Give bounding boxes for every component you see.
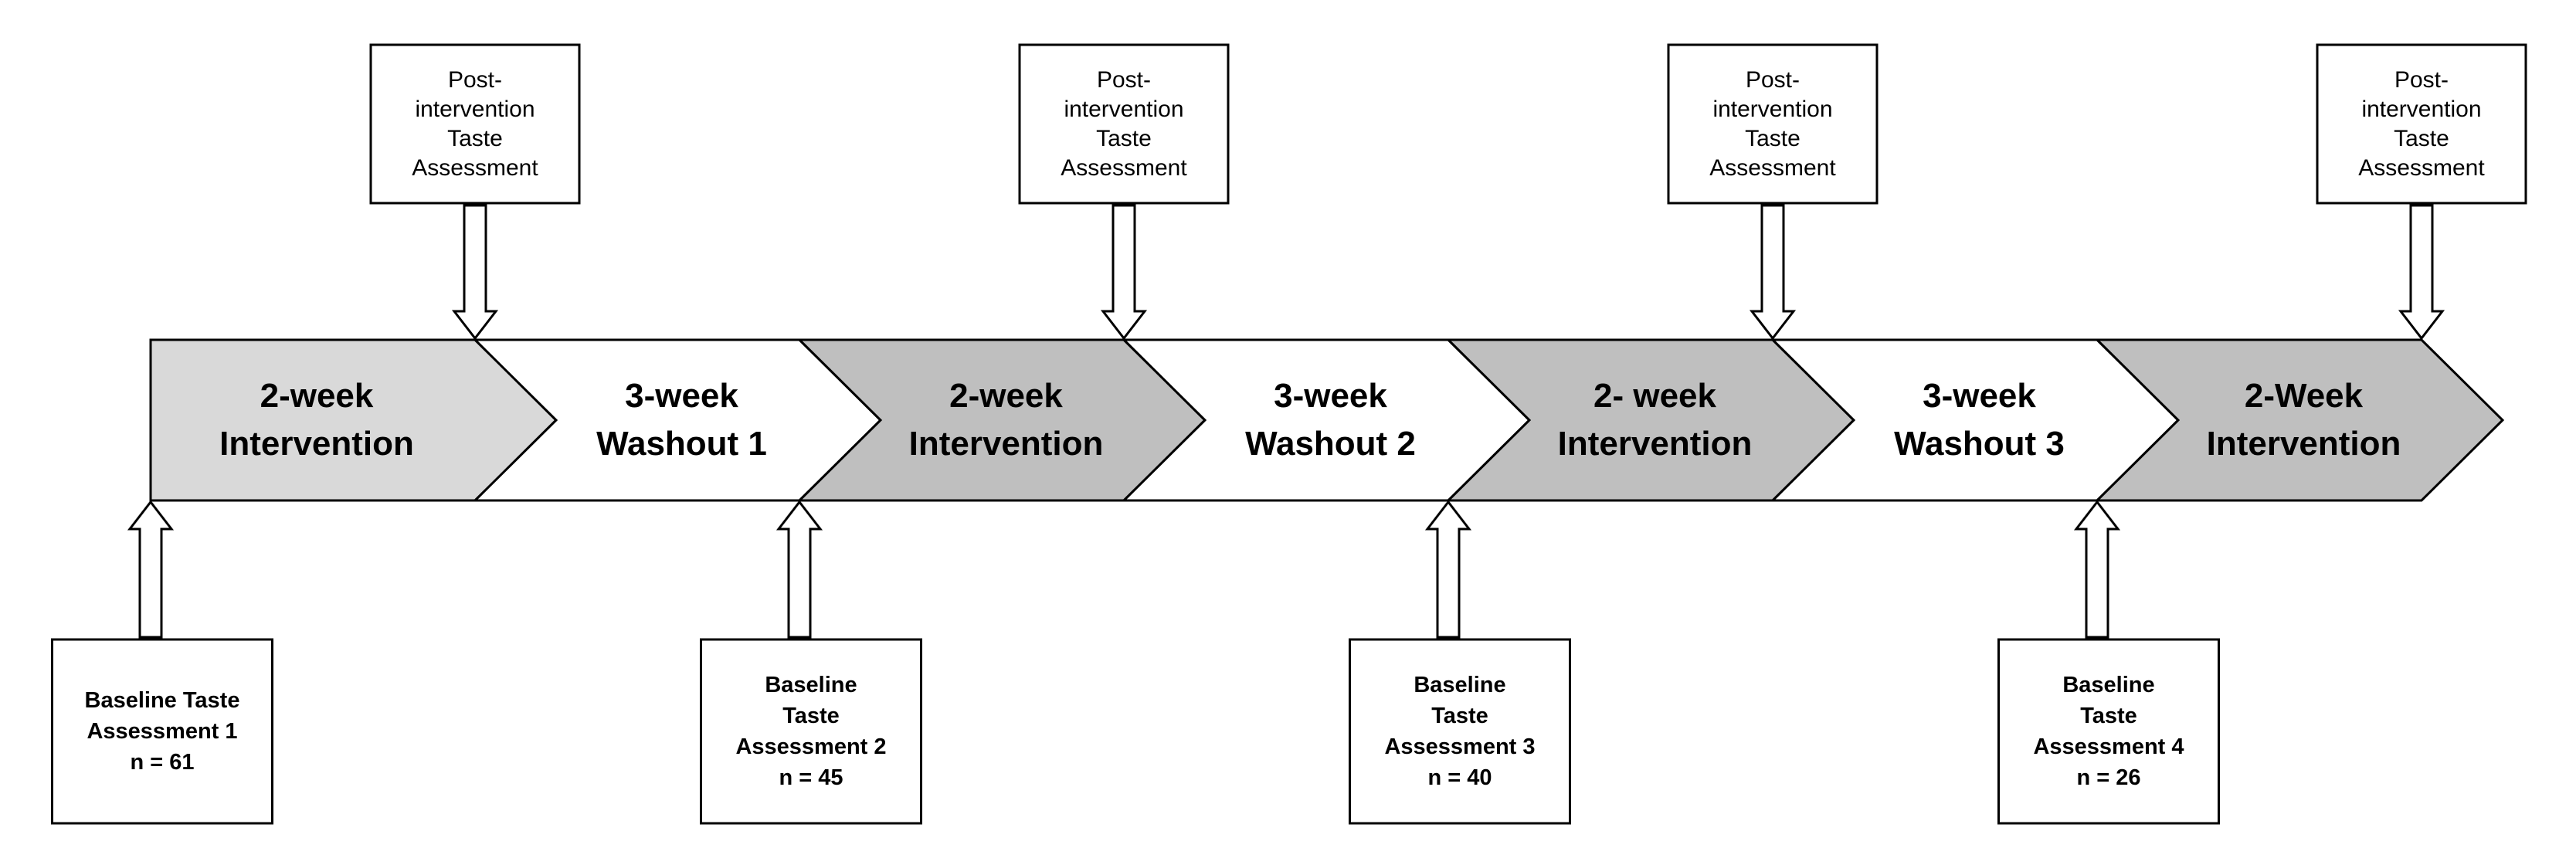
post-intervention-assessment-label: Post- intervention Taste Assessment (2358, 66, 2485, 181)
baseline-assessment-label: Baseline Taste Assessment 3 n = 40 (1384, 673, 1536, 790)
baseline-assessment-box (700, 638, 922, 825)
washout-phase-label: 3-week Washout 1 (596, 377, 767, 463)
post-intervention-assessment-box (2316, 43, 2527, 205)
intervention-phase-label: 2-week Intervention (908, 377, 1104, 463)
washout-phase-label: 3-week Washout 3 (1894, 377, 2065, 463)
baseline-assessment-up-arrow (1424, 500, 1472, 639)
baseline-assessment-box (1349, 638, 1571, 825)
post-assessment-down-arrow (451, 204, 499, 341)
post-assessment-down-arrow (1749, 204, 1797, 341)
washout-phase-label: 3-week Washout 2 (1245, 377, 1416, 463)
post-intervention-assessment-label: Post- intervention Taste Assessment (1709, 66, 1836, 181)
post-intervention-assessment-box (1667, 43, 1879, 205)
baseline-assessment-up-arrow (2073, 500, 2121, 639)
post-intervention-assessment-label: Post- intervention Taste Assessment (1061, 66, 1187, 181)
post-assessment-down-arrow (1100, 204, 1148, 341)
intervention-phase-label: 2- week Intervention (1557, 377, 1753, 463)
baseline-assessment-label: Baseline Taste Assessment 4 n = 26 (2033, 673, 2184, 790)
post-intervention-assessment-box (369, 43, 581, 205)
baseline-assessment-box (51, 638, 273, 825)
baseline-assessment-label: Baseline Taste Assessment 2 n = 45 (735, 673, 887, 790)
intervention-phase-label: 2-week Intervention (219, 377, 414, 463)
baseline-assessment-box (1997, 638, 2220, 825)
intervention-phase-label: 2-Week Intervention (2206, 377, 2401, 463)
baseline-assessment-up-arrow (776, 500, 823, 639)
baseline-assessment-up-arrow (127, 500, 175, 639)
post-intervention-assessment-label: Post- intervention Taste Assessment (412, 66, 538, 181)
baseline-assessment-label: Baseline Taste Assessment 1 n = 61 (84, 688, 240, 775)
post-assessment-down-arrow (2398, 204, 2445, 341)
post-intervention-assessment-box (1018, 43, 1230, 205)
